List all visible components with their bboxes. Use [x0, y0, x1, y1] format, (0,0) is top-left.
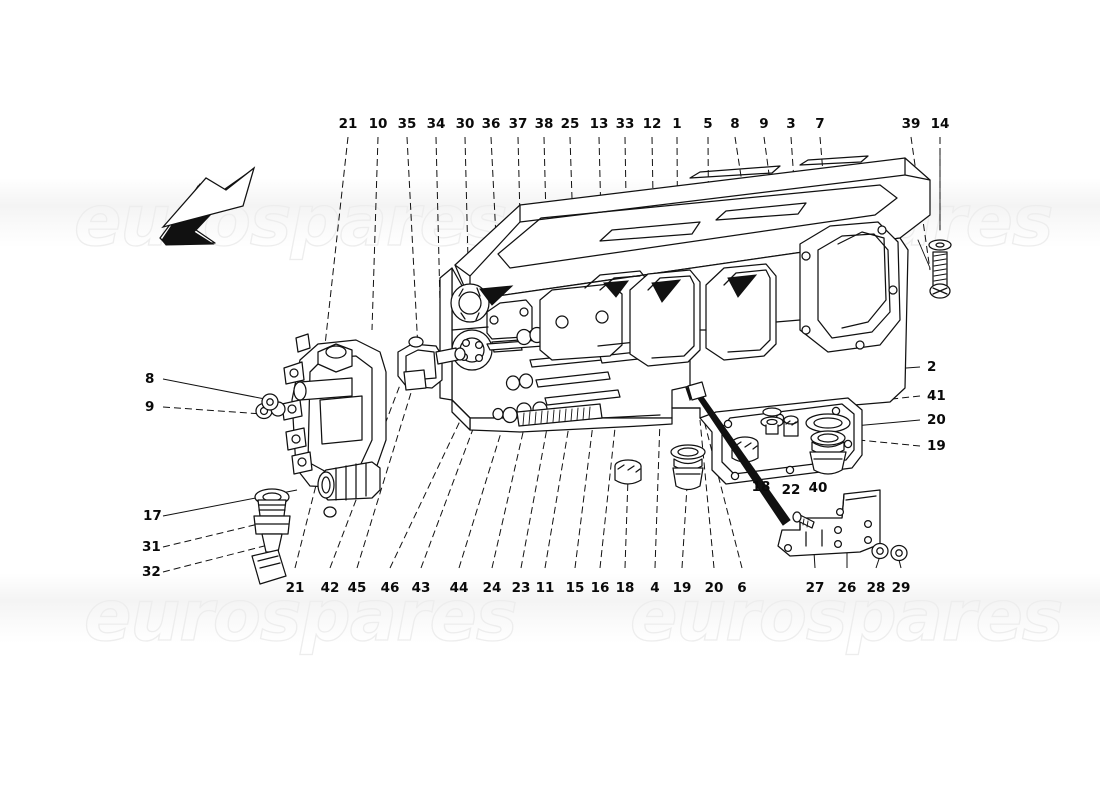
- part-number-label: 31: [142, 539, 161, 555]
- part-number-label: 46: [380, 580, 400, 596]
- plug-19-centre: [670, 444, 706, 491]
- part-number-label: 26: [837, 580, 857, 596]
- part-number-label: 22: [781, 482, 801, 498]
- part-number-label: 38: [534, 116, 554, 132]
- part-number-label: 8: [145, 371, 155, 387]
- oil-pump-assembly: [255, 333, 387, 518]
- part-number-label: 28: [866, 580, 886, 596]
- part-number-label: 33: [615, 116, 635, 132]
- nut-28: [871, 542, 889, 560]
- part-number-label: 1: [672, 116, 682, 132]
- part-number-label: 21: [338, 116, 358, 132]
- part-number-label: 23: [511, 580, 531, 596]
- orientation-arrow: [159, 166, 256, 246]
- watermark-text: eurospares: [83, 574, 518, 657]
- dipstick-tube: [687, 381, 791, 526]
- part-number-label: 42: [320, 580, 340, 596]
- part-number-label: 45: [347, 580, 367, 596]
- crankcase-block: [439, 155, 931, 485]
- part-number-label: 17: [143, 508, 162, 524]
- plug-40: [783, 415, 799, 437]
- part-number-label: 43: [411, 580, 431, 596]
- nut-29: [890, 544, 908, 562]
- part-number-label: 37: [508, 116, 528, 132]
- part-number-label: 10: [368, 116, 388, 132]
- plug-18-left: [614, 459, 642, 485]
- part-number-label: 12: [642, 116, 662, 132]
- mount-bracket: [777, 489, 881, 557]
- left-fasteners: [261, 393, 279, 411]
- part-number-label: 18: [615, 580, 635, 596]
- part-number-label: 2: [927, 359, 937, 375]
- bolt-39-shank: [917, 239, 931, 269]
- part-number-label: 40: [808, 480, 828, 496]
- part-number-label: 35: [397, 116, 417, 132]
- washer-22: [760, 407, 784, 435]
- part-number-label: 19: [927, 438, 946, 454]
- part-number-label: 25: [560, 116, 580, 132]
- part-number-label: 4: [650, 580, 660, 596]
- watermark-text: eurospares: [73, 179, 508, 262]
- long-bolt-14: [928, 149, 952, 299]
- part-number-label: 39: [901, 116, 921, 132]
- part-number-label: 9: [759, 116, 769, 132]
- part-number-label: 9: [145, 399, 155, 415]
- part-number-label: 3: [786, 116, 796, 132]
- part-number-label: 34: [426, 116, 446, 132]
- part-number-label: 36: [481, 116, 501, 132]
- oil-pressure-sender: [251, 488, 291, 585]
- part-number-label: 6: [737, 580, 747, 596]
- part-number-label: 32: [142, 564, 161, 580]
- watermark-text: eurospares: [629, 574, 1064, 657]
- part-number-label: 11: [535, 580, 555, 596]
- plug-20-19-right: [809, 430, 847, 475]
- part-number-label: 24: [482, 580, 502, 596]
- relief-valve-assembly: [397, 336, 466, 391]
- part-number-label: 13: [589, 116, 609, 132]
- part-number-label: 20: [927, 412, 946, 428]
- part-number-label: 30: [455, 116, 475, 132]
- part-number-label: 14: [930, 116, 950, 132]
- part-number-label: 29: [891, 580, 911, 596]
- part-number-label: 21: [285, 580, 305, 596]
- part-number-label: 7: [815, 116, 825, 132]
- part-number-label: 16: [590, 580, 610, 596]
- watermark-band-bottom: [0, 573, 1100, 643]
- part-number-label: 44: [449, 580, 469, 596]
- part-number-label: 15: [565, 580, 585, 596]
- part-number-label: 5: [703, 116, 713, 132]
- part-number-label: 18: [751, 479, 771, 495]
- part-number-label: 19: [672, 580, 692, 596]
- part-number-label: 20: [704, 580, 724, 596]
- seal-ring-41: [805, 413, 851, 433]
- part-number-label: 8: [730, 116, 740, 132]
- part-number-label: 41: [927, 388, 946, 404]
- part-number-label: 27: [805, 580, 825, 596]
